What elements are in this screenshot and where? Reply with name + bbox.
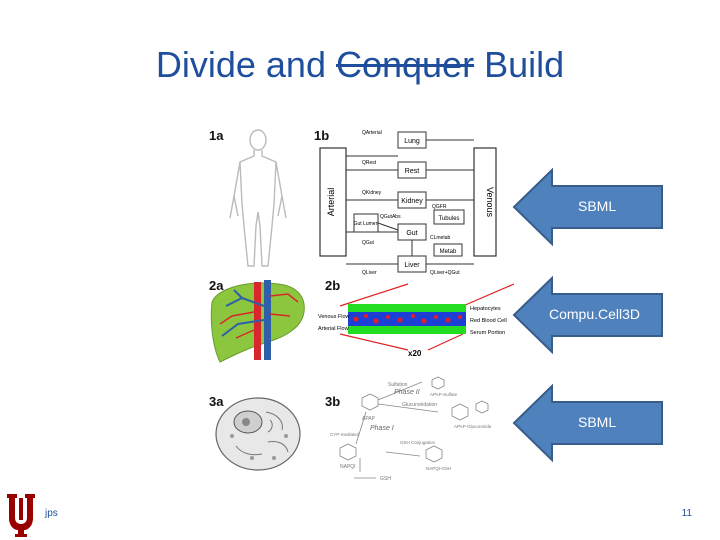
title-part-2: Build [474,44,565,85]
venous-box [473,147,497,257]
metabolism-diagram: Sulfation Phase II Glucuronidation APAP-… [330,376,492,482]
panel-label-3a: 3a [209,394,224,409]
multiplier-label: x20 [408,349,422,358]
panel-label-1a: 1a [209,128,224,143]
red-blood-cell-label: Red Blood Cell [470,318,507,324]
cell-illustration [215,397,301,471]
title-part-1: Divide and [155,44,336,85]
sinusoid-model: Venous Flow Arterial Flow Hepatocytes Re… [318,283,514,358]
compucell-arrow-label: Compu.Cell3D [549,306,641,322]
serum-portion-label: Serum Portion [470,330,505,336]
liver-label: Liver [404,262,420,269]
panel-label-1b: 1b [314,128,330,143]
gsh-label: GSH [380,476,391,482]
kidney-label: Kidney [401,198,423,205]
slide-title: Divide and Conquer Build [0,44,720,86]
flow-q-rest: QRest [362,160,377,166]
title-struck-word: Conquer [335,44,475,85]
pbpk-diagram: Arterial Venous Lung Rest Kidney Gut Liv… [319,130,497,276]
hepatocytes-label: Hepatocytes [470,306,501,312]
sbml-arrow-1: SBML [512,167,664,247]
cyp-label: CYP-mediated [330,432,360,437]
left-arrow-icon [512,383,663,463]
flow-q-gut: QGut [362,240,375,246]
gut-lumen-label: Gut Lumen [354,221,379,227]
iu-trident-logo-icon [7,494,35,537]
metab-box [433,243,463,257]
lung-label: Lung [404,138,420,145]
napqi-label: NAPQI [340,464,356,470]
sbml-arrow-2: SBML [512,383,664,463]
apap-sulfate-label: APAP-Sulfate [430,392,458,397]
arterial-box [319,147,347,257]
panel-label-2b: 2b [325,278,341,293]
flow-q-arterial: QArterial [362,130,382,136]
rest-label: Rest [405,168,419,175]
left-arrow-icon [512,167,663,247]
flow-cl-metab: CLmetab [430,235,451,241]
human-body-figure [229,129,287,267]
left-arrow-icon [512,275,663,355]
napqi-gsh-label: NAPQI-GSH [426,466,451,471]
sbml-arrow-2-label: SBML [578,414,617,430]
sbml-arrow-1-label: SBML [578,198,617,214]
sulfation-label: Sulfation [388,382,408,388]
tubules-label: Tubules [438,216,459,222]
page-number: 11 [681,508,692,519]
flow-q-gfr: QGFR [432,204,447,210]
flow-q-gutabs: QGutAbs [380,214,401,220]
phase-2-label: Phase II [394,389,420,396]
compucell-arrow: Compu.Cell3D [512,275,664,355]
apap-glucuronide-label: APAP-Glucuronide [454,424,492,429]
gut-label: Gut [406,230,417,237]
flow-q-liver-gut: QLiver+QGut [430,270,460,276]
apap-label: APAP [362,416,376,422]
metab-label: Metab [440,249,457,255]
glucuronidation-label: Glucuronidation [402,402,437,408]
arterial-label: Arterial [326,188,336,217]
liver-illustration [210,280,305,363]
venous-label: Venous [485,187,495,218]
panel-label-2a: 2a [209,278,224,293]
venous-flow-label: Venous Flow [318,314,350,320]
arterial-flow-label: Arterial Flow [318,326,349,332]
flow-q-liver: QLiver [362,270,377,276]
gsh-conjugation-label: GSH Conjugation [400,440,436,445]
phase-1-label: Phase I [370,425,394,432]
author-initials: jps [45,508,58,519]
flow-q-kidney: QKidney [362,190,382,196]
panel-label-3b: 3b [325,394,341,409]
tubules-box [433,209,465,225]
